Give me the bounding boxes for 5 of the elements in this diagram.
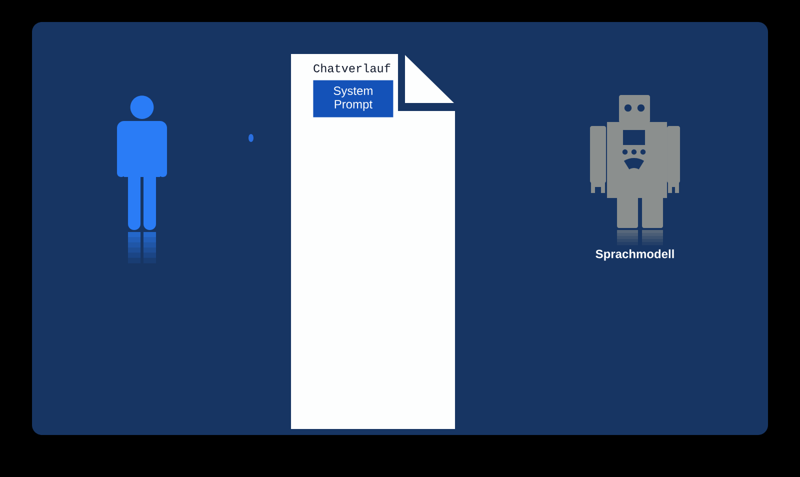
- heading: Chatverlauf: [314, 64, 390, 72]
- node-label: Sprachmodell: [596, 249, 674, 261]
- person-icon: [117, 96, 167, 264]
- text-box: System Prompt: [313, 80, 394, 118]
- robot-icon: [590, 95, 680, 246]
